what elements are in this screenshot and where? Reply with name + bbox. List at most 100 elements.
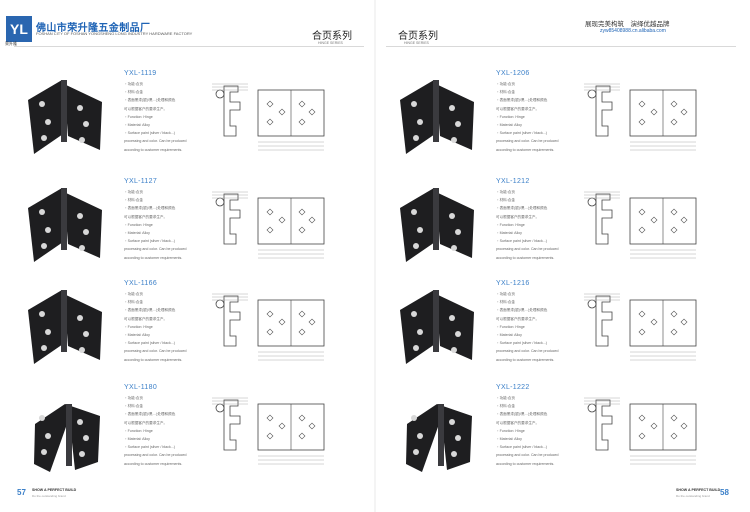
profile-drawing-wrap [210, 80, 250, 155]
spec-line: ・Function: Hinge [496, 324, 525, 329]
screw-hole [417, 433, 423, 439]
screw-hole [451, 347, 457, 353]
spec-line: ・Material: Alloy [124, 231, 150, 236]
hinge-photo [28, 290, 102, 364]
profile-drawing [212, 293, 248, 347]
spec-line: processing and color. Can be produced [496, 247, 559, 252]
spec-line: ・功能:合页 [496, 396, 515, 400]
product-specs: ・功能:合页・材料:合金・表面黑漆(银)/黑…)处理和颜色 可以根据客户的要求生… [496, 80, 559, 154]
spec-line: ・材料:合金 [496, 198, 515, 203]
hinge-knuckle [433, 80, 439, 142]
spec-line: ・Material: Alloy [124, 123, 150, 128]
hinge-leaf [436, 84, 474, 150]
screw-hole [41, 135, 47, 141]
right-page-number: 58 [720, 488, 729, 497]
screw-hole [83, 121, 89, 127]
spec-line: according to customer requirements. [124, 357, 183, 362]
screw-hole [39, 101, 45, 107]
left-footer-subtitle: Do the outstanding brand [32, 494, 66, 498]
product-specs: ・功能:合页・材料:合金・表面黑漆(银)/黑…)处理和颜色 可以根据客户的要求生… [124, 188, 187, 262]
plan-drawing-wrap [254, 192, 334, 269]
profile-drawing [212, 397, 248, 451]
spec-line: 可以根据客户的要求生产。 [124, 106, 168, 111]
logo-subtitle: 荣升隆 [5, 41, 17, 46]
hinge-leaf [64, 294, 102, 360]
hinge-leaf [400, 290, 438, 364]
screw-hole [83, 435, 89, 441]
profile-drawing [584, 397, 620, 451]
screw-hole [45, 227, 51, 233]
hinge-leaf [34, 404, 72, 472]
spec-line: processing and color. Can be produced [496, 349, 559, 354]
plan-drawing-wrap [626, 192, 706, 269]
screw-hole [41, 243, 47, 249]
left-series-title: 合页系列 [312, 31, 352, 42]
product-photo-yxl-1206 [392, 70, 487, 170]
left-series-subtitle: HINGE SERIES [318, 41, 343, 45]
spec-line: processing and color. Can be produced [124, 349, 187, 354]
spec-line: processing and color. Can be produced [496, 139, 559, 144]
product-specs: ・功能:合页・材料:合金・表面黑漆(银)/黑…)处理和颜色 可以根据客户的要求生… [124, 394, 187, 468]
right-series-title: 合页系列 [398, 31, 438, 42]
spec-line: ・Material: Alloy [124, 437, 150, 442]
hinge-leaf [28, 80, 66, 154]
spec-line: according to customer requirements. [496, 461, 555, 466]
hinge-photo [34, 404, 100, 472]
screw-hole [39, 209, 45, 215]
screw-hole [39, 311, 45, 317]
spec-line: ・材料:合金 [124, 198, 143, 203]
spec-line: ・Function: Hinge [496, 428, 525, 433]
screw-hole [411, 209, 417, 215]
screw-hole [45, 329, 51, 335]
plan-drawing-wrap [626, 294, 706, 371]
product-specs: ・功能:合页・材料:合金・表面黑漆(银)/黑…)处理和颜色 可以根据客户的要求生… [496, 290, 559, 364]
screw-hole [413, 449, 419, 455]
screw-hole [411, 415, 417, 421]
spec-line: ・材料:合金 [124, 90, 143, 95]
hinge-leaf [400, 188, 438, 262]
profile-drawing [584, 191, 620, 245]
hinge-photo [28, 188, 102, 262]
spec-line: ・Function: Hinge [496, 114, 525, 119]
screw-hole [455, 435, 461, 441]
spec-line: ・Surface paint (silver / black...) [496, 131, 547, 136]
hinge-knuckle [433, 290, 439, 352]
screw-hole [449, 105, 455, 111]
header-slogan: 展现完美构筑 演绎优越品牌 [585, 21, 670, 28]
screw-hole [417, 227, 423, 233]
plan-drawing-wrap [254, 84, 334, 161]
screw-hole [417, 329, 423, 335]
website-link[interactable]: zyw85408988.cn.alibaba.com [600, 28, 666, 34]
hinge-leaf [65, 404, 100, 470]
spec-line: 可以根据客户的要求生产。 [496, 420, 540, 425]
hinge-leaf [437, 404, 472, 470]
profile-drawing-wrap [210, 188, 250, 263]
spec-line: ・Material: Alloy [496, 231, 522, 236]
screw-hole [455, 331, 461, 337]
plan-drawing [257, 197, 325, 259]
left-header-rule [14, 46, 364, 47]
spec-line: ・Function: Hinge [124, 114, 153, 119]
spec-line: 可以根据客户的要求生产。 [124, 316, 168, 321]
spec-line: ・Surface paint (silver / black...) [496, 239, 547, 244]
screw-hole [413, 135, 419, 141]
right-footer-subtitle: Do the outstanding brand [676, 494, 710, 498]
plan-drawing-wrap [254, 398, 334, 475]
product-photo-yxl-1127 [20, 178, 115, 278]
company-logo: YL [6, 16, 32, 42]
profile-drawing [212, 83, 248, 137]
hinge-knuckle [438, 404, 444, 466]
spec-line: ・表面黑漆(银)/黑…)处理和颜色 [124, 206, 176, 211]
product-model: YXL-1180 [124, 384, 158, 391]
spec-line: ・功能:合页 [124, 292, 143, 296]
spec-line: ・Function: Hinge [124, 324, 153, 329]
spec-line: processing and color. Can be produced [124, 139, 187, 144]
screw-hole [45, 433, 51, 439]
profile-drawing [212, 191, 248, 245]
plan-drawing-wrap [626, 398, 706, 475]
screw-hole [451, 451, 457, 457]
spec-line: 可以根据客户的要求生产。 [496, 106, 540, 111]
spec-line: ・Material: Alloy [496, 437, 522, 442]
profile-drawing-wrap [582, 394, 622, 469]
hinge-knuckle [66, 404, 72, 466]
